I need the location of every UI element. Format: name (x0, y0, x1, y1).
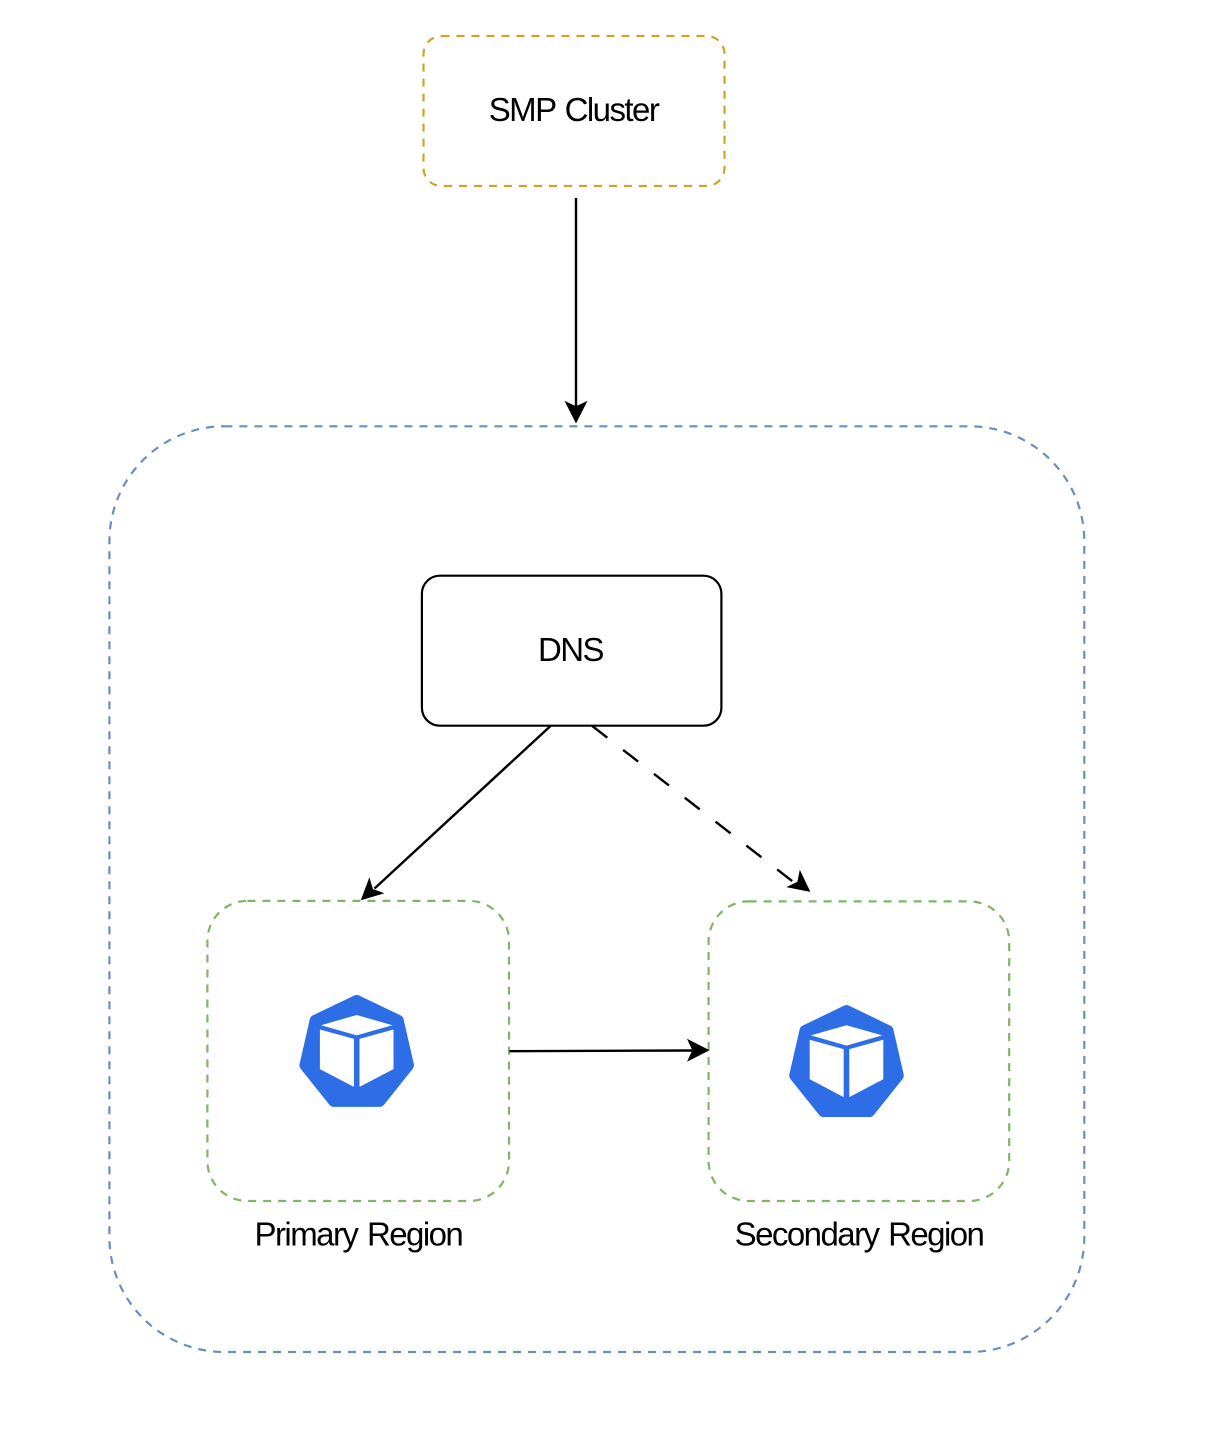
svg-text:DNS: DNS (538, 631, 604, 668)
svg-text:Secondary Region: Secondary Region (735, 1215, 984, 1252)
svg-text:SMP Cluster: SMP Cluster (489, 91, 660, 128)
svg-text:Primary Region: Primary Region (255, 1215, 463, 1252)
